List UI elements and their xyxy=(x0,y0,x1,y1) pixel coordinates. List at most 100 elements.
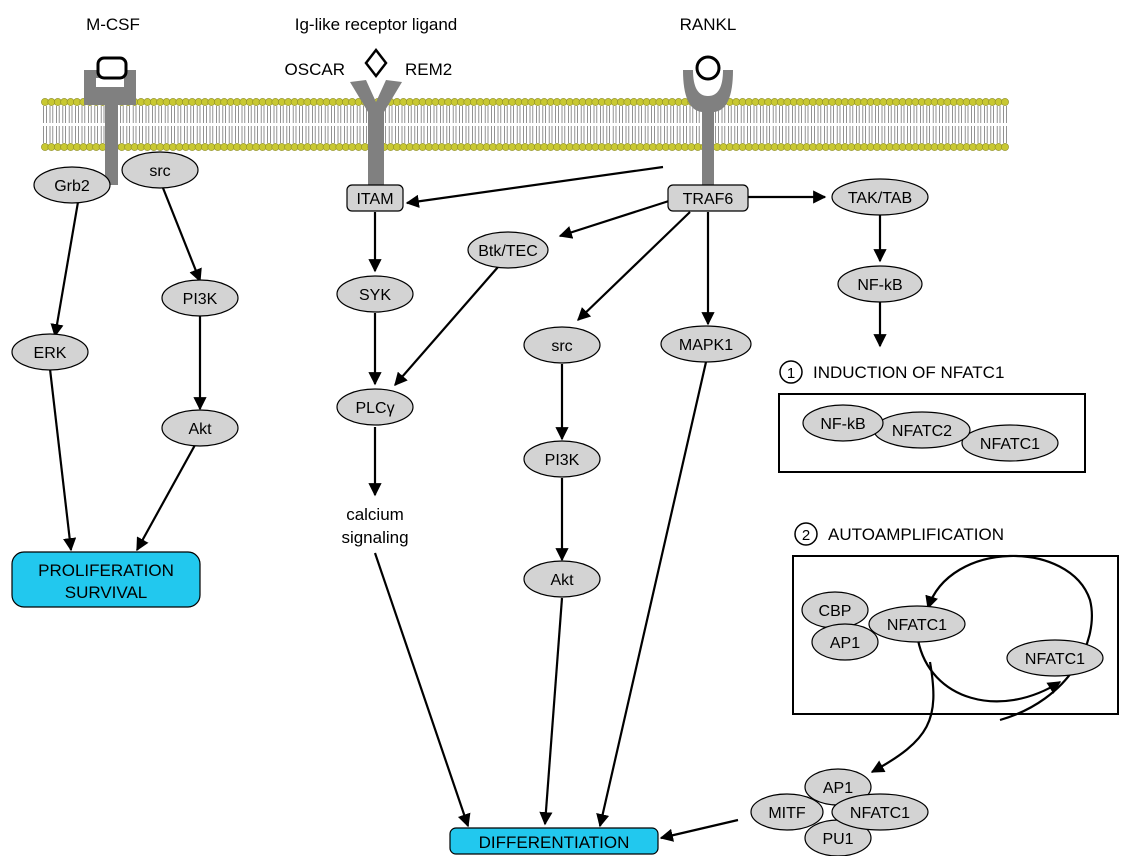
arrow-loop-top xyxy=(925,554,1093,722)
svg-text:PU1: PU1 xyxy=(822,831,853,848)
arrow-erk-proliferation xyxy=(48,368,77,552)
differentiation-label: DIFFERENTIATION xyxy=(479,833,630,852)
arrow-loop-bottom xyxy=(916,639,1062,703)
rankl-ligand-circle xyxy=(695,55,721,81)
svg-text:AP1: AP1 xyxy=(830,635,860,652)
arrow-traf6-src xyxy=(577,211,691,321)
induction-header: 1 INDUCTION OF NFATC1 xyxy=(779,360,1004,384)
auto-ap1-node: AP1 xyxy=(811,623,879,661)
autoamplification-title: AUTOAMPLIFICATION xyxy=(828,525,1004,544)
svg-text:Akt: Akt xyxy=(188,421,212,438)
svg-text:CBP: CBP xyxy=(819,603,852,620)
svg-text:ITAM: ITAM xyxy=(356,191,393,208)
svg-text:PI3K: PI3K xyxy=(545,452,580,469)
rank-receptor xyxy=(683,55,733,185)
akt-node-left: Akt xyxy=(161,409,239,447)
nfkb-node: NF-kB xyxy=(837,265,923,303)
lipid-head xyxy=(1001,98,1009,106)
syk-node: SYK xyxy=(336,275,414,313)
proliferation-label: PROLIFERATION xyxy=(38,561,174,580)
differentiation-box: DIFFERENTIATION xyxy=(449,827,659,855)
svg-text:NFATC1: NFATC1 xyxy=(980,436,1040,453)
svg-text:NFATC2: NFATC2 xyxy=(892,423,952,440)
svg-text:Btk/TEC: Btk/TEC xyxy=(478,243,538,260)
induction-nfkb-node: NF-kB xyxy=(802,404,884,442)
calcium-label-line1: calcium xyxy=(346,505,404,524)
survival-label: SURVIVAL xyxy=(65,583,148,602)
arrow-mapk1-differentiation xyxy=(596,361,708,828)
oscar-label: OSCAR xyxy=(285,60,345,79)
tak-tab-node: TAK/TAB xyxy=(831,178,929,216)
itam-node: ITAM xyxy=(346,184,404,212)
btk-tec-node: Btk/TEC xyxy=(467,231,549,269)
src-node-mid: src xyxy=(523,326,601,364)
ig-ligand-diamond xyxy=(364,47,388,79)
svg-text:Grb2: Grb2 xyxy=(54,178,90,195)
auto-nfatc1-main-node: NFATC1 xyxy=(868,605,966,643)
autoamplification-header: 2 AUTOAMPLIFICATION xyxy=(794,522,1004,546)
complex-pu1-node: PU1 xyxy=(804,819,872,856)
mcsf-receptor xyxy=(84,56,136,185)
oscar-receptor xyxy=(350,47,402,185)
induction-box xyxy=(778,393,1086,473)
cell-membrane xyxy=(41,98,1009,151)
mcsf-ligand-shape xyxy=(96,56,128,80)
pi3k-node-mid: PI3K xyxy=(523,440,601,478)
complex-mitf-node: MITF xyxy=(750,793,824,831)
pi3k-node-left: PI3K xyxy=(161,279,239,317)
rankl-label: RANKL xyxy=(680,15,737,34)
svg-text:Akt: Akt xyxy=(550,572,574,589)
arrow-btk-plc xyxy=(394,266,499,386)
auto-cbp-node: CBP xyxy=(801,591,869,629)
proliferation-survival-box: PROLIFERATION SURVIVAL xyxy=(11,551,201,608)
arrow-traf6-btk xyxy=(558,198,673,239)
ig-like-ligand-label: Ig-like receptor ligand xyxy=(295,15,458,34)
induction-title: INDUCTION OF NFATC1 xyxy=(813,363,1004,382)
lipid-head xyxy=(1001,143,1009,151)
svg-text:MAPK1: MAPK1 xyxy=(679,337,733,354)
complex-ap1-node: AP1 xyxy=(804,768,872,806)
src-node-top: src xyxy=(121,151,199,189)
svg-text:NFATC1: NFATC1 xyxy=(850,805,910,822)
arrow-calcium-differentiation xyxy=(373,552,471,828)
arrow-akt-proliferation xyxy=(136,444,196,552)
svg-text:PI3K: PI3K xyxy=(183,291,218,308)
induction-number: 1 xyxy=(787,365,795,382)
grb2-node: Grb2 xyxy=(33,166,111,204)
complex-nfatc1-node: NFATC1 xyxy=(831,793,929,831)
induction-nfatc2-node: NFATC2 xyxy=(873,411,971,449)
svg-text:AP1: AP1 xyxy=(823,780,853,797)
arrow-traf6-itam xyxy=(405,165,664,208)
traf6-node: TRAF6 xyxy=(667,184,749,212)
svg-text:ERK: ERK xyxy=(34,345,67,362)
svg-text:NF-kB: NF-kB xyxy=(820,416,865,433)
induction-nfatc1-node: NFATC1 xyxy=(961,424,1059,462)
arrow-nfatc1-complex xyxy=(870,661,935,773)
svg-text:NF-kB: NF-kB xyxy=(857,277,902,294)
arrow-grb2-erk xyxy=(50,201,80,338)
akt-node-mid: Akt xyxy=(523,560,601,598)
arrows xyxy=(48,165,1093,842)
svg-text:SYK: SYK xyxy=(359,287,391,304)
arrow-complex-differentiation xyxy=(659,818,739,842)
svg-text:src: src xyxy=(551,338,572,355)
autoamplification-number: 2 xyxy=(802,527,810,544)
svg-text:PLCγ: PLCγ xyxy=(355,400,394,417)
svg-text:TAK/TAB: TAK/TAB xyxy=(848,190,912,207)
svg-text:NFATC1: NFATC1 xyxy=(887,617,947,634)
svg-text:NFATC1: NFATC1 xyxy=(1025,651,1085,668)
rem2-label: REM2 xyxy=(405,60,452,79)
calcium-label-line2: signaling xyxy=(341,528,408,547)
mcsf-label: M-CSF xyxy=(86,15,140,34)
erk-node: ERK xyxy=(11,333,89,371)
svg-text:src: src xyxy=(149,163,170,180)
auto-nfatc1-loop-node: NFATC1 xyxy=(1006,639,1104,677)
svg-text:TRAF6: TRAF6 xyxy=(683,191,734,208)
arrow-src-pi3k xyxy=(161,187,202,283)
plc-gamma-node: PLCγ xyxy=(336,388,414,426)
arrow-akt-differentiation xyxy=(539,597,564,826)
svg-text:MITF: MITF xyxy=(768,805,806,822)
autoamplification-box xyxy=(792,555,1119,715)
